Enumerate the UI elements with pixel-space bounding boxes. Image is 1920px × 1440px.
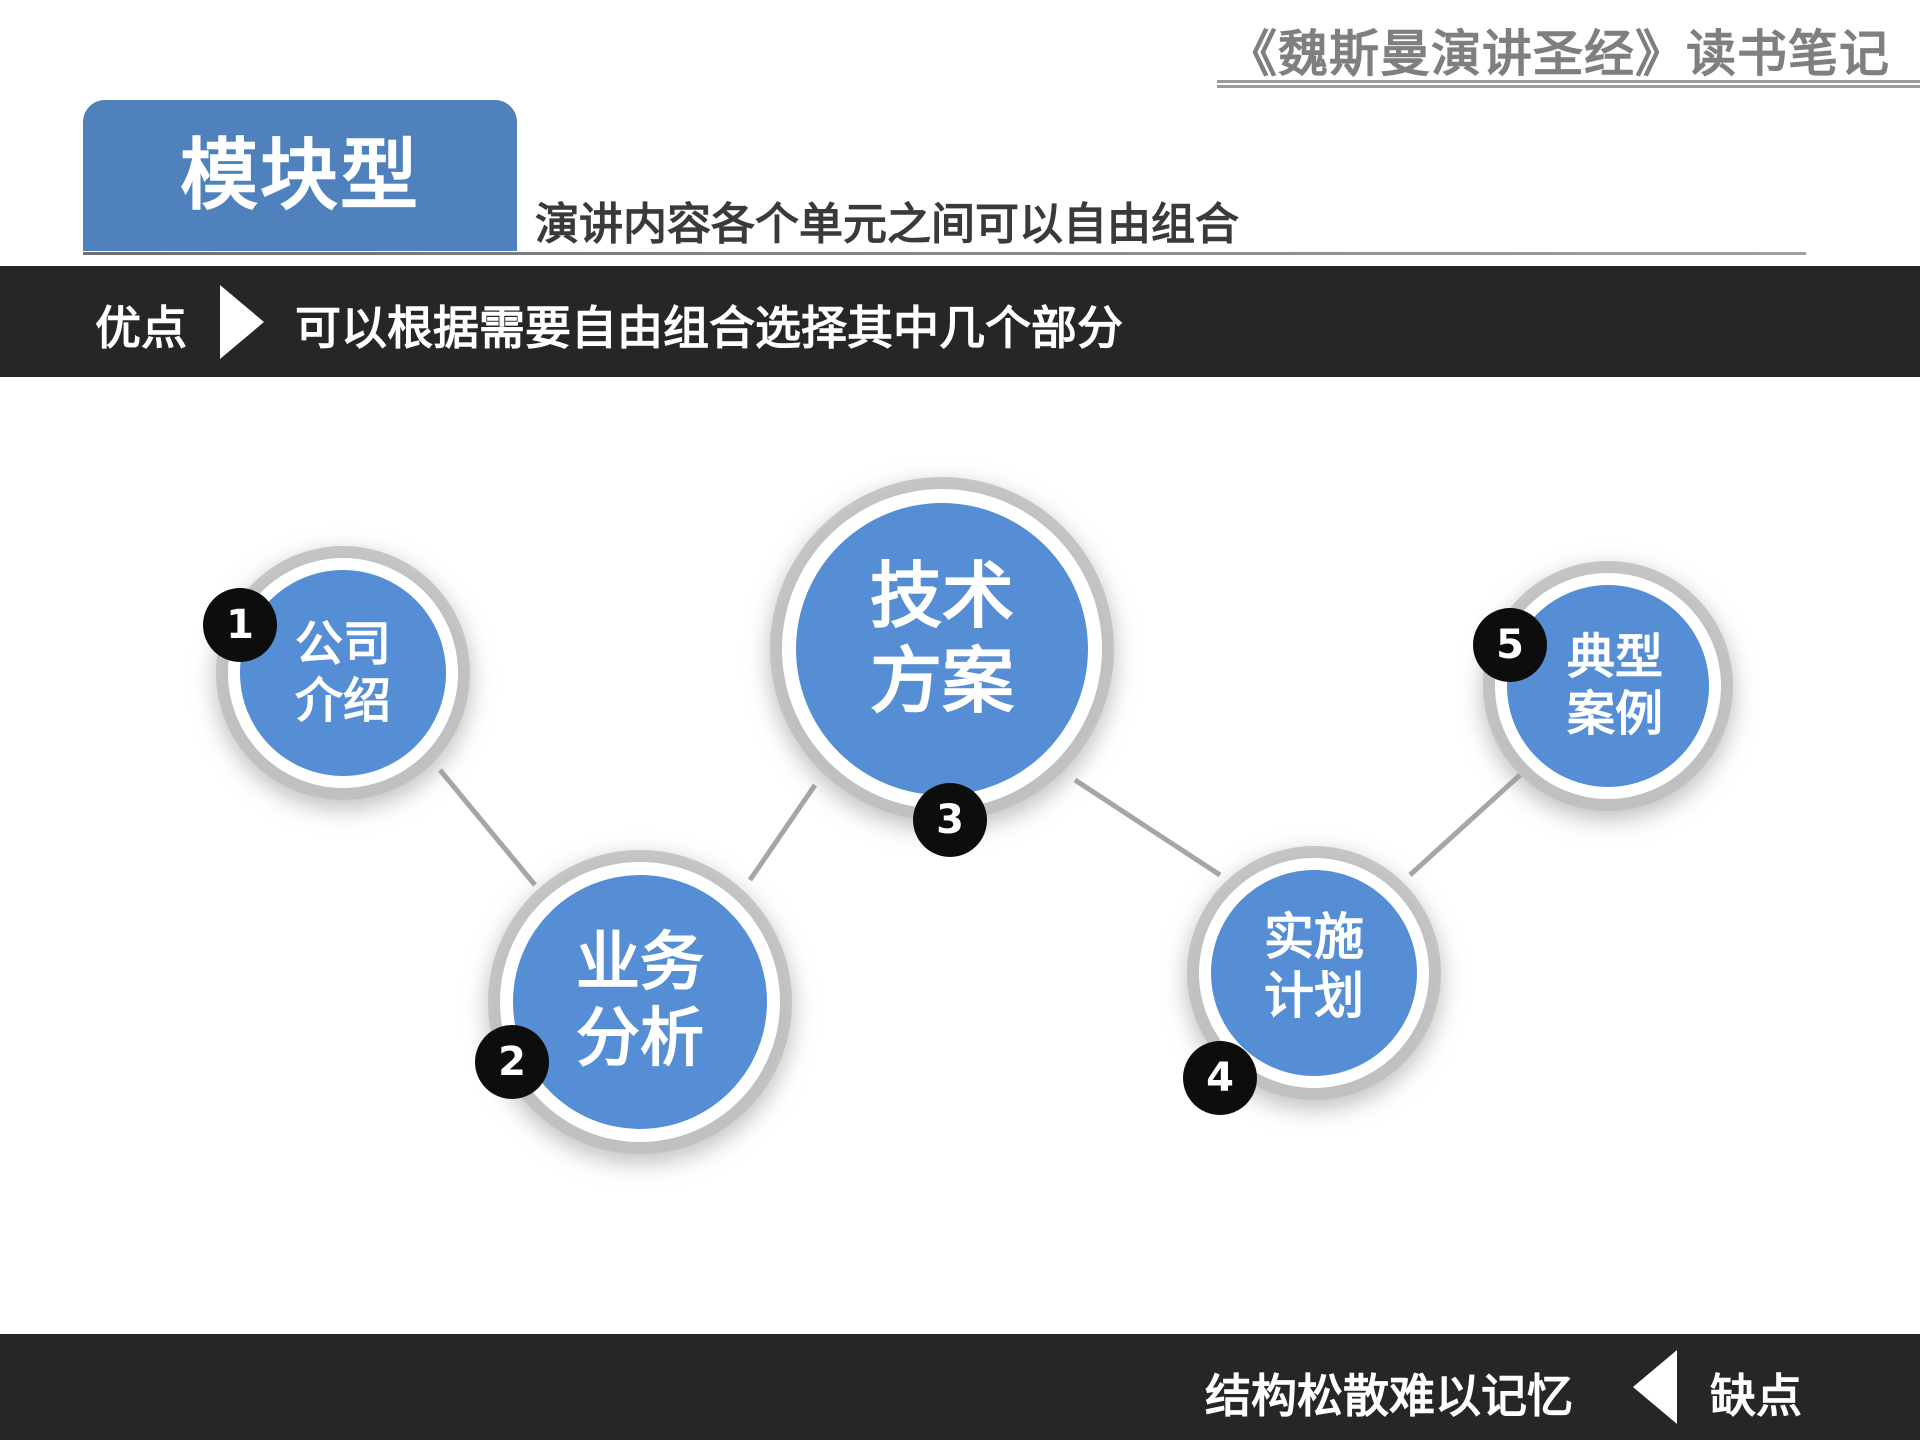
connector-4-5 xyxy=(1408,773,1522,877)
module-label: 公司 介绍 xyxy=(294,616,391,729)
book-title: 《魏斯曼演讲圣经》读书笔记 xyxy=(1227,25,1890,83)
connector-1-2 xyxy=(438,768,537,887)
module-number-badge: 2 xyxy=(475,1025,549,1099)
module-circle-5: 典型 案例 xyxy=(1495,573,1721,799)
title-underline xyxy=(1217,80,1920,83)
triangle-right-icon xyxy=(220,285,264,359)
module-number-badge: 3 xyxy=(913,783,987,857)
section-tab: 模块型 xyxy=(83,100,517,251)
module-label: 技术 方案 xyxy=(869,554,1014,723)
advantage-band: 优点 可以根据需要自由组合选择其中几个部分 xyxy=(0,266,1920,377)
module-circle-2: 业务 分析 xyxy=(500,862,780,1142)
module-circle-1: 公司 介绍 xyxy=(228,558,458,788)
disadvantage-text: 结构松散难以记忆 xyxy=(1205,1369,1573,1423)
title-underline xyxy=(1217,85,1920,88)
section-subtitle: 演讲内容各个单元之间可以自由组合 xyxy=(535,199,1239,250)
module-circle-4: 实施 计划 xyxy=(1199,858,1429,1088)
module-label: 典型 案例 xyxy=(1566,629,1663,742)
module-number-badge: 4 xyxy=(1183,1041,1257,1115)
section-tab-label: 模块型 xyxy=(179,130,420,221)
triangle-left-icon xyxy=(1633,1350,1677,1424)
module-number-badge: 1 xyxy=(203,588,277,662)
disadvantage-label: 缺点 xyxy=(1710,1369,1802,1423)
module-label: 业务 分析 xyxy=(576,926,704,1076)
module-label: 实施 计划 xyxy=(1264,908,1364,1025)
subtitle-divider xyxy=(83,252,1806,255)
advantage-label: 优点 xyxy=(95,301,187,355)
module-number-badge: 5 xyxy=(1473,608,1547,682)
advantage-text: 可以根据需要自由组合选择其中几个部分 xyxy=(295,301,1123,355)
connector-3-4 xyxy=(1073,777,1222,878)
connector-2-3 xyxy=(747,783,818,882)
module-circle-3: 技术 方案 xyxy=(782,489,1102,809)
disadvantage-band: 结构松散难以记忆 缺点 xyxy=(0,1334,1920,1440)
